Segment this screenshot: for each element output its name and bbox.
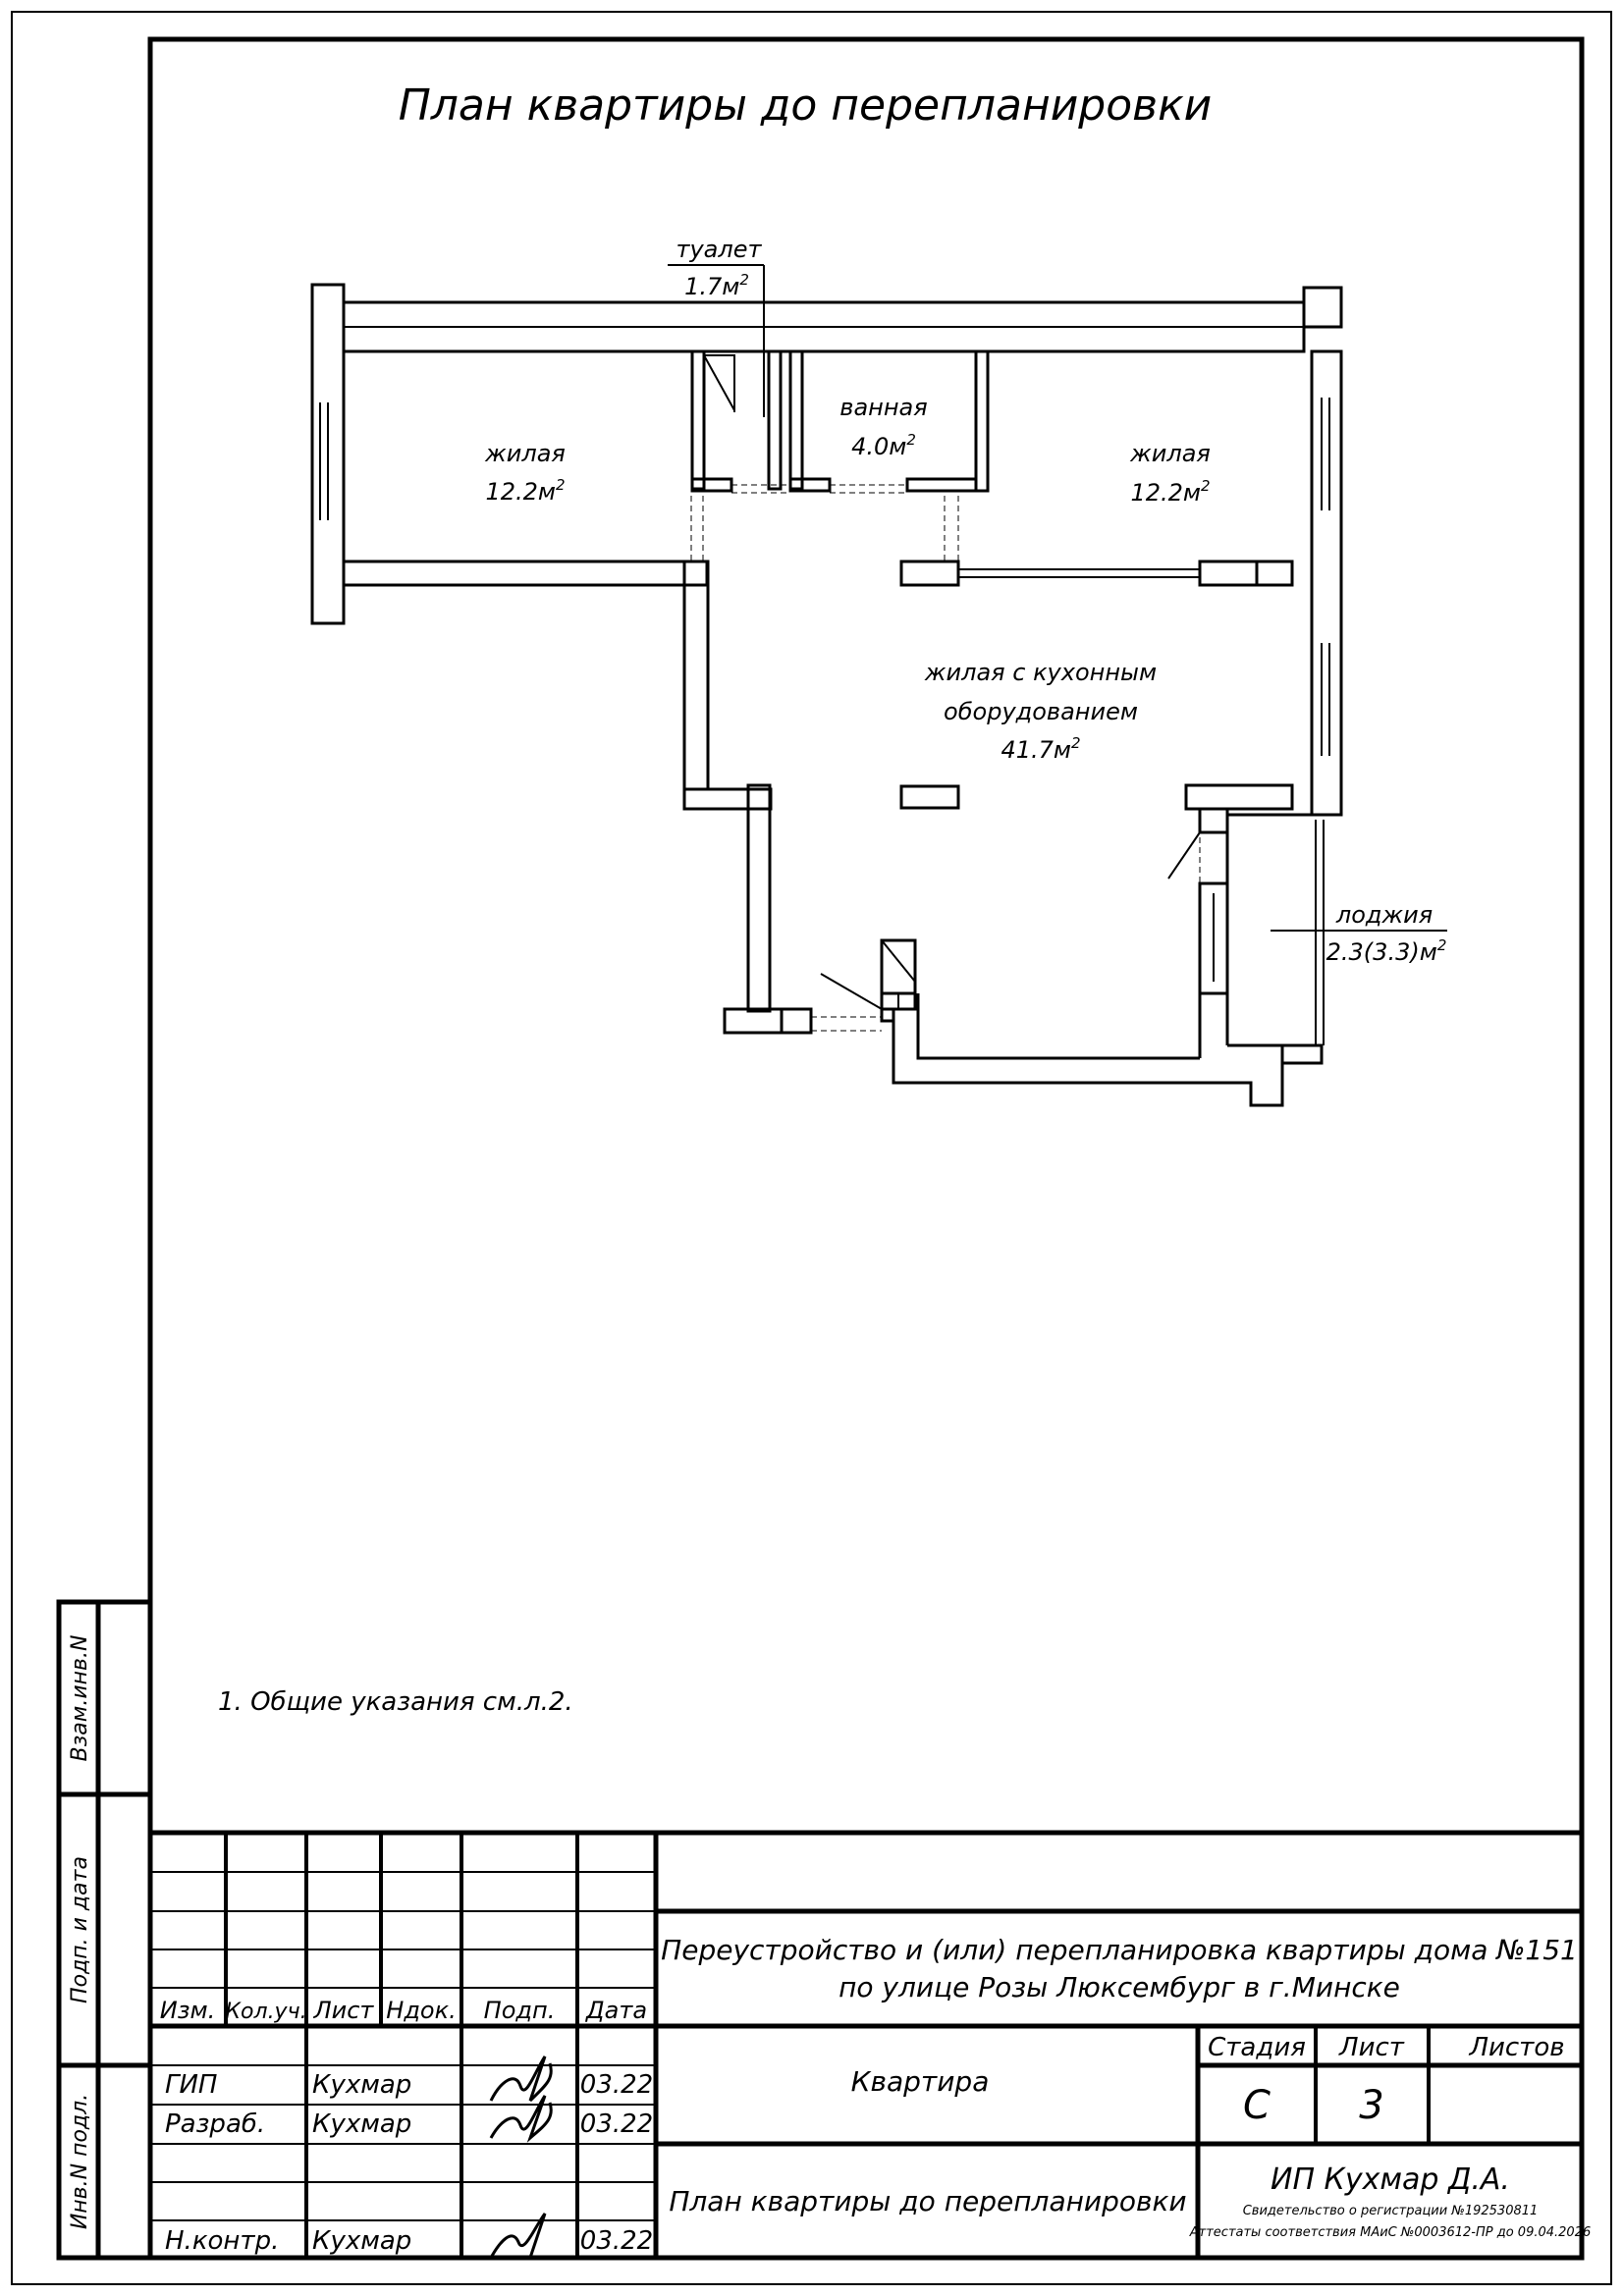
name-gip: Кухмар: [312, 2070, 411, 2100]
room-bath: ванная 4.0м2: [839, 394, 927, 460]
floor-plan: [310, 264, 1447, 1107]
room-name: жилая: [1129, 440, 1211, 467]
frame-border: [147, 36, 1585, 2261]
role-nkontr: Н.контр.: [165, 2226, 279, 2256]
general-note: 1. Общие указания см.л.2.: [218, 1687, 573, 1717]
room-area: 4.0м2: [851, 431, 916, 460]
stage-header: Стадия: [1208, 2033, 1306, 2062]
object-name: Квартира: [851, 2065, 990, 2098]
header-izm: Изм.: [160, 1997, 215, 2024]
sheet-header: Лист: [1338, 2033, 1405, 2062]
header-podp: Подп.: [484, 1997, 556, 2024]
sheet-value: 3: [1359, 2083, 1383, 2128]
side-stamp-vzam: Взам.инв.N: [68, 1635, 92, 1762]
room-living-kitchen: жилая с кухонным оборудованием 41.7м2: [924, 659, 1157, 764]
project-title-line2: по улице Розы Люксембург в г.Минске: [839, 1971, 1400, 2003]
room-name-line1: жилая с кухонным: [924, 659, 1157, 686]
room-area: 41.7м2: [1001, 734, 1080, 764]
role-razrab: Разраб.: [165, 2109, 265, 2139]
date-gip: 03.22: [580, 2070, 653, 2100]
name-nkontr: Кухмар: [312, 2226, 411, 2256]
room-loggia: лоджия 2.3(3.3)м2: [1326, 901, 1447, 966]
room-area: 12.2м2: [1130, 477, 1210, 507]
room-name: ванная: [839, 394, 927, 421]
side-stamp-podp: Подп. и дата: [68, 1856, 92, 2003]
outer-border: [11, 11, 1612, 2285]
signature-nkontr: [489, 2213, 547, 2259]
header-ndok: Ндок.: [386, 1997, 456, 2024]
project-title-line1: Переустройство и (или) перепланировка кв…: [661, 1934, 1578, 1966]
title-block: [150, 1830, 1582, 2258]
date-nkontr: 03.22: [580, 2226, 653, 2256]
signature-gip: [489, 2056, 553, 2103]
room-living-right: жилая 12.2м2: [1129, 440, 1211, 507]
company-attestation: Аттестаты соответствия МАиС №0003612-ПР …: [1189, 2225, 1591, 2240]
header-data: Дата: [585, 1997, 647, 2024]
room-area: 12.2м2: [485, 476, 565, 506]
header-koluch: Кол.уч.: [225, 2000, 306, 2024]
room-area: 1.7м2: [684, 271, 749, 300]
sheets-header: Листов: [1468, 2033, 1564, 2062]
sheet-title: План квартиры до перепланировки: [399, 80, 1213, 131]
stage-value: С: [1243, 2083, 1271, 2128]
company-registration: Свидетельство о регистрации №192530811: [1243, 2204, 1539, 2218]
side-stamp: [56, 1599, 153, 2261]
room-area: 2.3(3.3)м2: [1326, 936, 1447, 966]
room-name: лоджия: [1335, 901, 1433, 929]
company-name: ИП Кухмар Д.А.: [1271, 2163, 1510, 2197]
date-razrab: 03.22: [580, 2109, 653, 2139]
room-name: жилая: [484, 440, 566, 467]
room-toilet: туалет 1.7м2: [676, 236, 763, 300]
role-gip: ГИП: [165, 2070, 218, 2100]
signature-razrab: [489, 2095, 553, 2143]
room-name: туалет: [676, 236, 763, 263]
name-razrab: Кухмар: [312, 2109, 411, 2139]
room-living-left: жилая 12.2м2: [484, 440, 566, 506]
header-list: Лист: [313, 1997, 375, 2024]
side-stamp-inv: Инв.N подл.: [68, 2094, 92, 2229]
drawing-name: План квартиры до перепланировки: [669, 2185, 1186, 2217]
room-name-line2: оборудованием: [944, 698, 1138, 725]
